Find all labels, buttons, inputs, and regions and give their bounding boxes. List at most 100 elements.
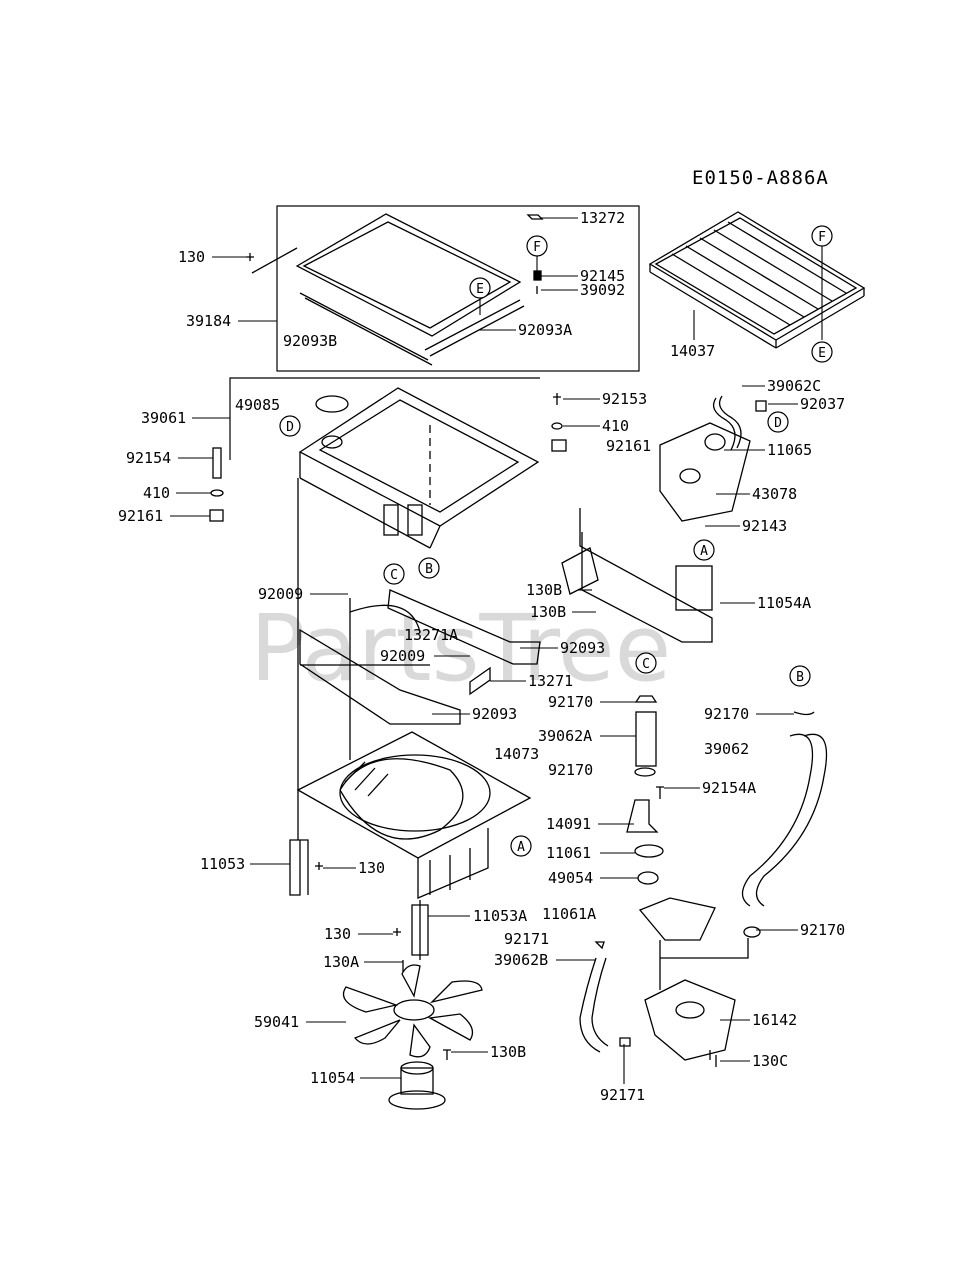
marker-E-screen: E [476, 282, 484, 297]
callout-11053A: 11053A [473, 907, 527, 925]
hose-39062B-edge-drawing [591, 957, 609, 1047]
callout-92143: 92143 [742, 517, 787, 535]
callout-92171-top: 92171 [504, 930, 549, 948]
callout-92009-mid: 92009 [380, 647, 425, 665]
watermark: PartsTree [250, 595, 671, 702]
clamp-92170-top-drawing [634, 695, 658, 703]
callout-14091: 14091 [546, 815, 591, 833]
shroud-plate-13271A-drawing [349, 589, 541, 665]
callout-92154: 92154 [126, 449, 171, 467]
bolt-92154A-drawing [656, 786, 664, 799]
marker-F-top: F [533, 240, 541, 255]
callout-16142: 16142 [752, 1011, 797, 1029]
washer-410-drawing [210, 489, 224, 497]
reference-marker-circles [279, 225, 833, 857]
callout-39062B: 39062B [494, 951, 548, 969]
washer-410-right-drawing [551, 422, 563, 430]
callout-92171-bottom: 92171 [600, 1086, 645, 1104]
callout-92009-top: 92009 [258, 585, 303, 603]
callout-49085: 49085 [235, 396, 280, 414]
callout-130C: 130C [752, 1052, 788, 1070]
bolt-130-mid-drawing [315, 862, 323, 870]
gasket-11061A-drawing [638, 897, 716, 941]
marker-C-thermostat: C [642, 657, 650, 672]
callout-92145: 92145 [580, 267, 625, 285]
callout-92170-lower: 92170 [800, 921, 845, 939]
bolt-92154-drawing [212, 447, 222, 479]
callout-92093B: 92093B [283, 332, 337, 350]
alignment-line-screen [251, 247, 298, 274]
callout-39092: 39092 [580, 281, 625, 299]
callout-11061: 11061 [546, 844, 591, 862]
cushion-92161-drawing [209, 509, 224, 522]
callout-43078: 43078 [752, 485, 797, 503]
callout-92093-right: 92093 [560, 639, 605, 657]
clip-13272-drawing [526, 214, 544, 220]
callout-130B: 130B [490, 1043, 526, 1061]
leader-lines [170, 217, 823, 1084]
clamp-92171-top-drawing [594, 941, 605, 950]
nut-92145-drawing [533, 270, 542, 281]
callout-130-mid: 130 [358, 859, 385, 877]
callout-130B-lower: 130B [530, 603, 566, 621]
pipe-14091-drawing [626, 799, 659, 833]
bracket-11053-drawing [289, 839, 309, 896]
clamp-92170-lower-drawing [743, 926, 761, 938]
callout-11061A: 11061A [542, 905, 596, 923]
radiator-screen-group-box [276, 205, 640, 372]
callout-13271: 13271 [528, 672, 573, 690]
callout-39062C: 39062C [767, 377, 821, 395]
marker-F-right: F [818, 230, 826, 245]
marker-A-shroud: A [517, 840, 525, 855]
callout-92170-mid: 92170 [548, 761, 593, 779]
pulley-11054-drawing [388, 1061, 446, 1110]
marker-B-hose: B [796, 670, 804, 685]
screen-frame-drawing [295, 213, 525, 366]
callout-410-right: 410 [602, 417, 629, 435]
clamp-92170-right-drawing [793, 711, 815, 716]
callout-39184: 39184 [186, 312, 231, 330]
callout-92093A: 92093A [518, 321, 572, 339]
callout-92170-top: 92170 [548, 693, 593, 711]
thermostat-49054-drawing [637, 871, 659, 885]
bracket-11053A-drawing [411, 900, 429, 960]
callout-39062: 39062 [704, 740, 749, 758]
callout-92154A: 92154A [702, 779, 756, 797]
clamp-92171-bottom-drawing [619, 1037, 631, 1047]
callout-410-left: 410 [143, 484, 170, 502]
callout-14073: 14073 [494, 745, 539, 763]
cushion-92161-right-drawing [551, 439, 567, 452]
callout-11054A: 11054A [757, 594, 811, 612]
radiator-group-box [229, 377, 540, 460]
callout-11053: 11053 [200, 855, 245, 873]
clamp-92170-mid-drawing [634, 767, 656, 777]
marker-B-radiator: B [425, 562, 433, 577]
hose-39062-drawing [741, 733, 814, 907]
marker-D-tank: D [774, 416, 782, 431]
diagram-id: E0150-A886A [692, 167, 829, 189]
bolt-130B-drawing [443, 1049, 451, 1060]
marker-D-radiator: D [286, 420, 294, 435]
callout-92161-right: 92161 [606, 437, 651, 455]
bolt-92153-drawing [553, 393, 561, 405]
fan-59041-drawing [342, 964, 483, 1058]
callout-11054: 11054 [310, 1069, 355, 1087]
bolt-130-top-drawing [246, 253, 254, 261]
callout-92153: 92153 [602, 390, 647, 408]
callout-49054: 49054 [548, 869, 593, 887]
screen-14037-drawing [648, 211, 866, 349]
callout-130B-upper: 130B [526, 581, 562, 599]
callout-labels: 13272 130 92145 39092 39184 92093B 92093… [118, 209, 845, 1104]
callout-92093-lower: 92093 [472, 705, 517, 723]
callout-130-lower: 130 [324, 925, 351, 943]
reservoir-tank-drawing [659, 395, 767, 522]
water-pump-16142-drawing [644, 940, 736, 1061]
pipe-route-line [660, 938, 749, 959]
fan-shroud-drawing [296, 731, 532, 899]
radiator-drawing [298, 387, 540, 549]
shroud-plate-92093-drawing [299, 628, 461, 725]
callout-39061: 39061 [141, 409, 186, 427]
marker-E-right: E [818, 346, 826, 361]
